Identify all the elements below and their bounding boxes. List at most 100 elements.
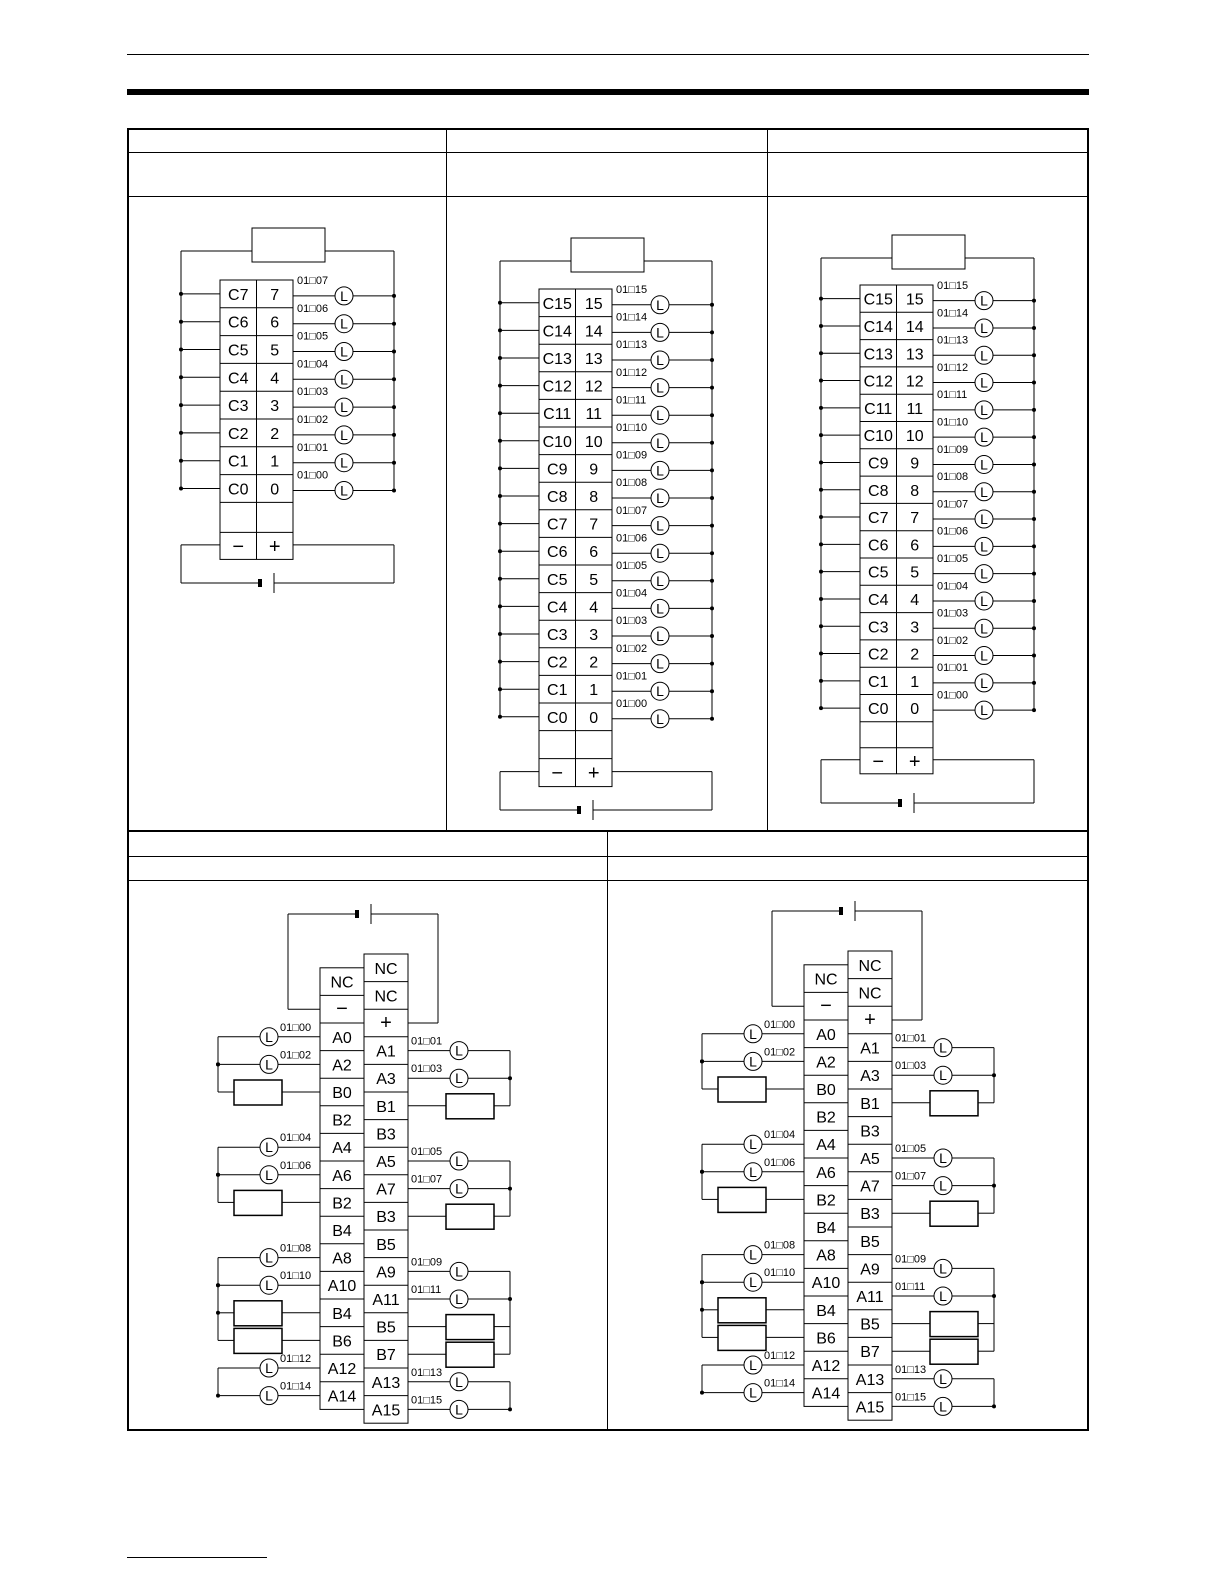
terminal-output-label: 7: [270, 287, 279, 304]
load-label: L: [749, 1357, 757, 1373]
output-address-label: 01□14: [616, 312, 647, 324]
terminal-output-label: 9: [589, 461, 598, 478]
terminal-common-label: C8: [547, 489, 568, 506]
output-address-label: 01□10: [280, 1270, 311, 1282]
junction-dot: [1032, 653, 1036, 658]
load-label: L: [980, 566, 988, 582]
junction-dot: [819, 405, 823, 410]
terminal-label: B1: [860, 1096, 880, 1113]
table-line: [607, 830, 608, 1430]
output-address-label: 01□15: [895, 1391, 926, 1403]
output-address-label: 01□06: [280, 1160, 311, 1172]
junction-dot: [819, 323, 823, 328]
output-address-label: 01□14: [937, 307, 968, 319]
terminal-common-label: C3: [228, 398, 249, 415]
terminal-common-label: C2: [228, 426, 249, 443]
junction-dot: [819, 624, 823, 629]
output-address-label: 01□06: [616, 532, 647, 544]
junction-dot: [710, 496, 714, 500]
output-address-label: 01□11: [895, 1281, 925, 1293]
battery-negative-plate: [577, 806, 581, 814]
output-address-label: 01□10: [616, 422, 647, 434]
load-label: L: [939, 1398, 947, 1414]
load-label: L: [656, 628, 664, 644]
terminal-common-label: C10: [543, 434, 572, 451]
load-label: L: [980, 456, 988, 472]
terminal-label: B4: [816, 1220, 836, 1237]
junction-dot: [392, 377, 396, 382]
terminal-output-label: 3: [270, 398, 279, 415]
terminal-label: NC: [330, 975, 353, 992]
junction-dot: [392, 460, 396, 465]
output-address-label: 01□03: [937, 608, 968, 620]
junction-dot: [700, 1280, 704, 1285]
header-rule-thin: [127, 54, 1089, 55]
load-label: L: [455, 1291, 463, 1307]
junction-dot: [498, 494, 502, 498]
load-label: L: [340, 344, 348, 360]
terminal-output-label: 11: [906, 401, 923, 418]
junction-dot: [710, 440, 714, 445]
junction-dot: [1032, 407, 1036, 412]
output-address-label: 01□03: [297, 386, 328, 398]
output-address-label: 01□04: [764, 1129, 795, 1141]
footer-rule: [127, 1557, 267, 1558]
junction-dot: [819, 678, 823, 683]
terminal-label: B5: [860, 1317, 880, 1334]
junction-dot: [1032, 626, 1036, 631]
load-label: L: [340, 455, 348, 471]
terminal-common-label: C6: [228, 315, 249, 332]
terminal-output-label: 8: [910, 483, 919, 500]
load-label: L: [656, 435, 664, 451]
load-label: L: [265, 1167, 273, 1183]
load-label: L: [749, 1164, 757, 1180]
terminal-label: A8: [332, 1251, 352, 1268]
terminal-label: A14: [812, 1386, 841, 1403]
output-address-label: 01□07: [297, 275, 328, 287]
terminal-common-label: C7: [228, 287, 249, 304]
junction-dot: [498, 466, 502, 471]
junction-dot: [819, 296, 823, 301]
terminal-common-label: C13: [543, 351, 572, 368]
load-label: L: [980, 320, 988, 336]
output-address-label: 01□05: [411, 1146, 442, 1158]
terminal-output-label: 0: [589, 710, 598, 727]
junction-dot: [392, 321, 396, 326]
output-address-label: 01□01: [297, 442, 328, 454]
junction-dot: [710, 716, 714, 721]
terminal-label: B2: [816, 1110, 836, 1127]
junction-dot: [710, 358, 714, 362]
plus-terminal-label: +: [588, 763, 600, 785]
load-label: L: [656, 711, 664, 727]
output-address-label: 01□15: [411, 1394, 442, 1406]
junction-dot: [392, 488, 396, 493]
output-address-label: 01□00: [280, 1022, 311, 1034]
junction-dot: [700, 1059, 704, 1064]
terminal-label: B6: [332, 1333, 352, 1350]
terminal-common-label: C4: [228, 370, 249, 387]
junction-dot: [508, 1076, 512, 1081]
junction-dot: [992, 1183, 996, 1188]
junction-dot: [498, 383, 502, 388]
load-label: L: [980, 702, 988, 718]
load-label: L: [980, 484, 988, 500]
output-address-label: 01□06: [764, 1157, 795, 1169]
load-label: L: [939, 1150, 947, 1166]
terminal-label: A5: [376, 1154, 396, 1171]
load-label: L: [980, 675, 988, 691]
terminal-common-label: C15: [543, 296, 572, 313]
terminal-label: B5: [376, 1237, 396, 1254]
junction-dot: [819, 569, 823, 574]
terminal-label: A11: [372, 1292, 399, 1309]
load-label: L: [939, 1288, 947, 1304]
junction-dot: [498, 687, 502, 692]
load-label: L: [980, 620, 988, 636]
junction-dot: [700, 1390, 704, 1395]
junction-dot: [819, 515, 823, 520]
terminal-label: B4: [332, 1223, 352, 1240]
junction-dot: [700, 1307, 704, 1312]
junction-dot: [392, 405, 396, 410]
terminal-output-label: 13: [906, 346, 924, 363]
output-address-label: 01□04: [297, 358, 328, 370]
terminal-label: A4: [816, 1137, 836, 1154]
